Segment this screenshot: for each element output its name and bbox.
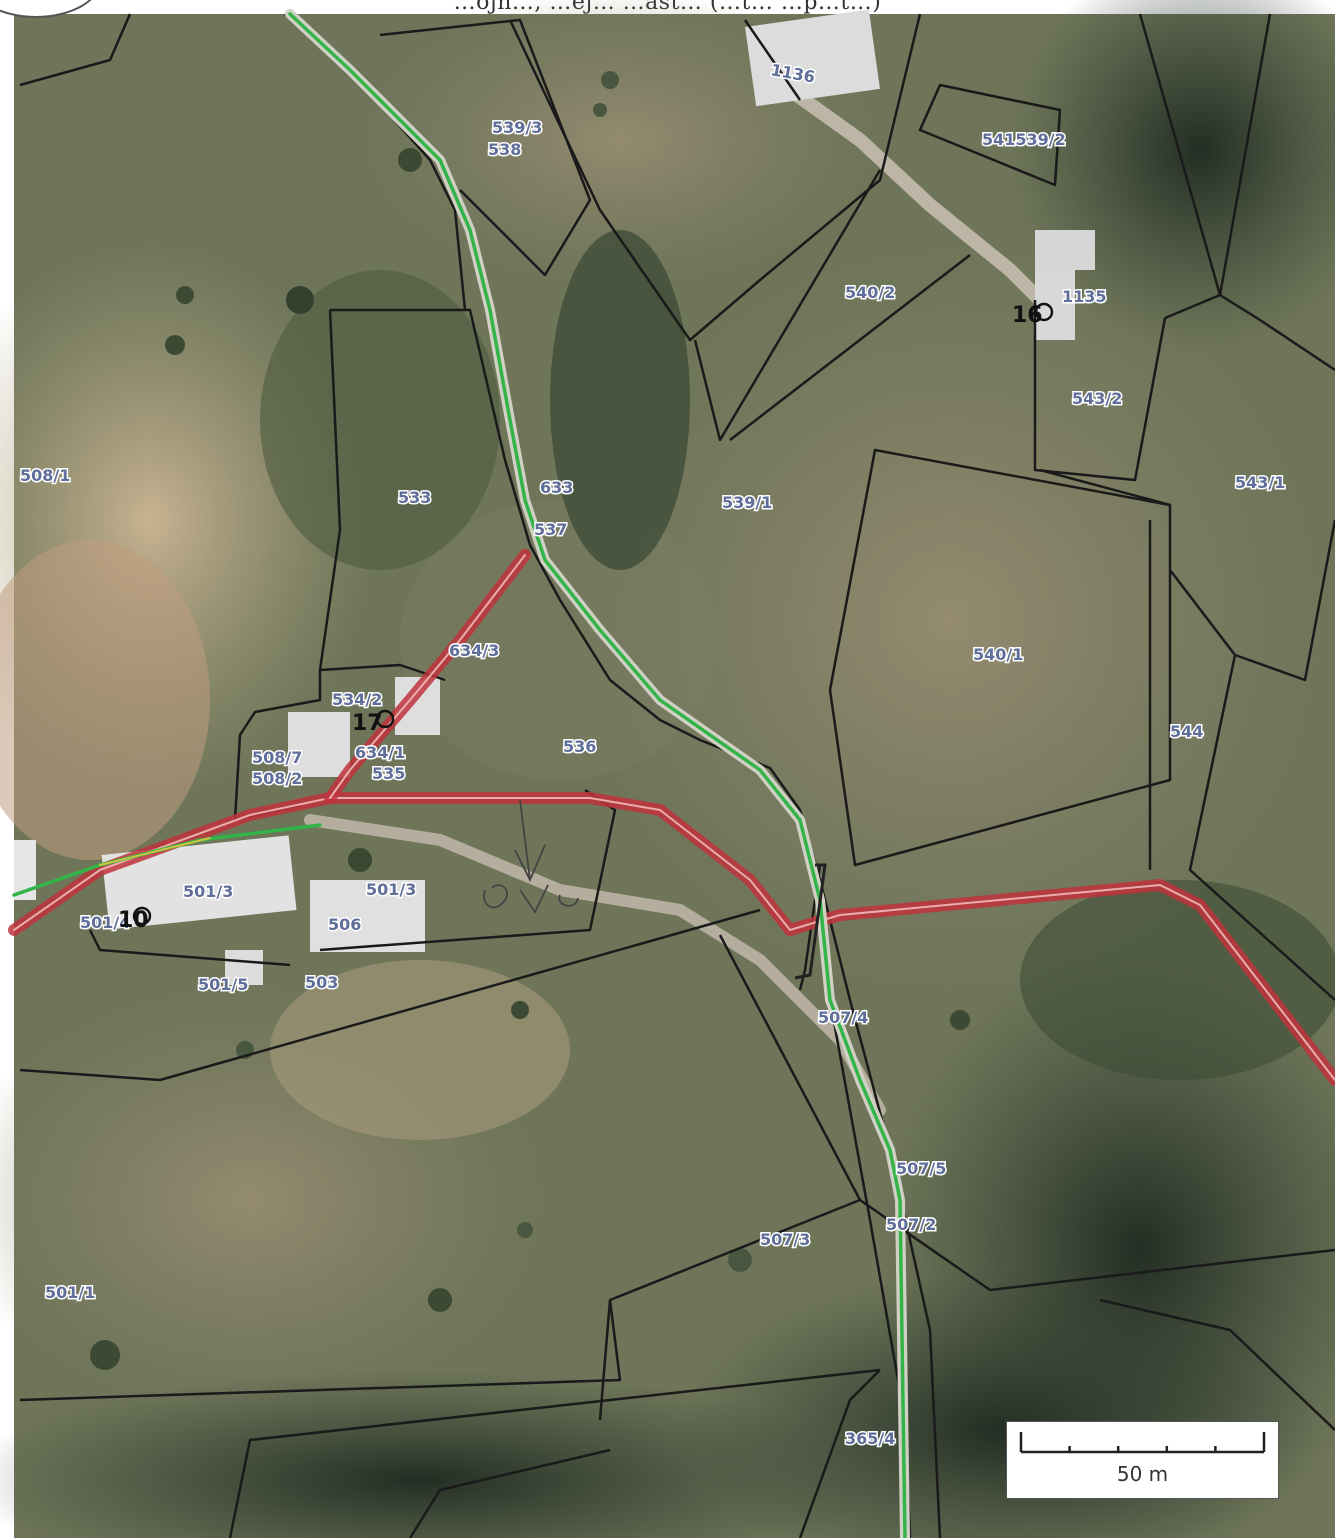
parcel-label: 534/2 <box>332 690 382 709</box>
parcel-label: 633 <box>540 478 573 497</box>
parcel-label: 508/7 <box>252 748 302 767</box>
parcel-label: 539/3 <box>492 118 542 137</box>
address-marker-icon <box>1034 302 1054 322</box>
address-marker-icon <box>375 709 395 729</box>
parcel-label: 501/1 <box>45 1283 95 1302</box>
parcel-label: 541539/2 <box>982 130 1066 149</box>
parcel-label: 365/4 <box>845 1429 895 1448</box>
parcel-label: 508/1 <box>20 466 70 485</box>
parcel-label: 634/1 <box>355 743 405 762</box>
handwritten-annotation <box>483 799 827 980</box>
parcel-label: 501/3 <box>183 882 233 901</box>
scale-label: 50 m <box>1116 1462 1169 1486</box>
green-pipeline <box>12 9 910 1538</box>
parcel-label: 538 <box>488 140 521 159</box>
parcel-label: 543/1 <box>1235 473 1285 492</box>
parcel-label: 501/3 <box>366 880 416 899</box>
scale-ticks <box>1019 1432 1266 1454</box>
parcel-label: 507/2 <box>886 1215 936 1234</box>
parcel-label: 501/5 <box>198 975 248 994</box>
parcel-label: 544 <box>1170 722 1203 741</box>
parcel-label: 536 <box>563 737 596 756</box>
parcel-label: 503 <box>305 973 338 992</box>
parcel-label: 539/1 <box>722 493 772 512</box>
parcel-label: 540/1 <box>973 645 1023 664</box>
parcel-label: 540/2 <box>845 283 895 302</box>
parcel-label: 537 <box>534 520 567 539</box>
scale-bar-ruler <box>1019 1432 1266 1454</box>
parcel-label: 543/2 <box>1072 389 1122 408</box>
house-number: 10 <box>118 908 149 933</box>
parcel-label: 507/3 <box>760 1230 810 1249</box>
parcel-label: 507/4 <box>818 1008 868 1027</box>
red-pipeline <box>8 549 1335 1086</box>
parcel-label: 501/4 <box>80 913 130 932</box>
parcel-label: 1135 <box>1062 287 1107 306</box>
parcel-label: 535 <box>372 764 405 783</box>
parcel-label: 506 <box>328 915 361 934</box>
address-marker-icon <box>132 906 152 926</box>
parcel-labels: 1136 541539/2 539/3 538 540/2 1135 543/2… <box>19 59 1287 1450</box>
parcel-label: 634/3 <box>449 641 499 660</box>
house-numbers: 16 17 10 <box>118 302 1054 933</box>
parcel-label: 533 <box>398 488 431 507</box>
parcel-label: 507/5 <box>896 1159 946 1178</box>
parcel-label: 508/2 <box>252 769 302 788</box>
scale-bar: 50 m <box>1006 1421 1279 1499</box>
